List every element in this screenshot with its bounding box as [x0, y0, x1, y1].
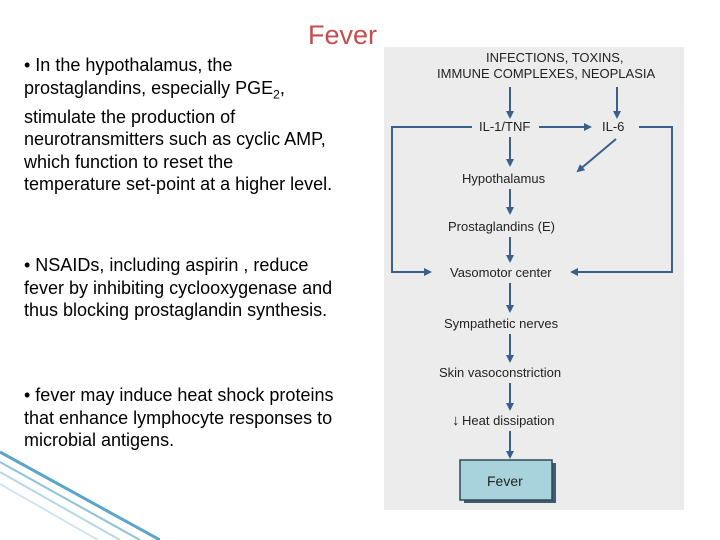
node-skin-vasoconstriction: Skin vasoconstriction	[439, 365, 561, 380]
bullet-1-text-rest: , stimulate the production of neurotrans…	[24, 77, 333, 195]
fever-box	[459, 459, 553, 501]
corner-decoration	[0, 450, 160, 540]
node-heat-dissipation: Heat dissipation	[462, 413, 555, 428]
bullet-heat-shock: • fever may induce heat shock proteins t…	[24, 385, 334, 450]
bullet-1-text: • In the hypothalamus, the prostaglandin…	[24, 55, 274, 98]
arrow-il6-to-hypothalamus	[576, 138, 617, 173]
node-immune-complexes: IMMUNE COMPLEXES, NEOPLASIA	[437, 66, 655, 81]
pge-subscript: 2	[273, 87, 280, 102]
node-il1-tnf: IL-1/TNF	[479, 119, 530, 134]
node-il6: IL-6	[602, 119, 624, 134]
node-fever: Fever	[487, 473, 523, 489]
bullet-nsaids: • NSAIDs, including aspirin , reduce fev…	[24, 255, 333, 320]
node-vasomotor: Vasomotor center	[450, 265, 552, 280]
node-prostaglandins: Prostaglandins (E)	[448, 219, 555, 234]
arrow-il6-to-vasomotor	[570, 126, 673, 276]
bullet-hypothalamus: • In the hypothalamus, the prostaglandin…	[24, 54, 334, 196]
down-arrow-symbol: ↓	[452, 412, 460, 429]
fever-pathway-diagram: INFECTIONS, TOXINS, IMMUNE COMPLEXES, NE…	[391, 50, 673, 503]
slide-title: Fever	[308, 20, 378, 50]
node-infections: INFECTIONS, TOXINS,	[486, 50, 623, 65]
diagram-panel	[384, 47, 684, 510]
arrow-il1-to-vasomotor	[391, 126, 472, 276]
node-sympathetic: Sympathetic nerves	[444, 316, 559, 331]
node-hypothalamus: Hypothalamus	[462, 171, 546, 186]
